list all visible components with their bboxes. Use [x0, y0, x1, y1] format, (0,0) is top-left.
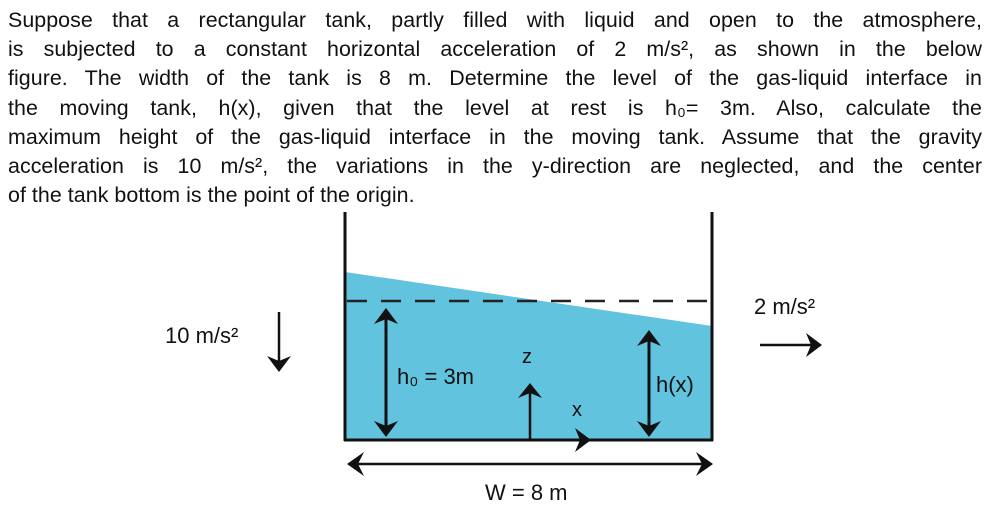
problem-line-6: acceleration is 10 m/s², the variations … [8, 154, 982, 179]
problem-line-3: figure. The width of the tank is 8 m. De… [8, 66, 982, 91]
height-function-arrow [637, 330, 661, 437]
tank-outline [343, 212, 714, 442]
width-label: W = 8 m [485, 480, 568, 505]
rest-height-arrow [374, 308, 398, 437]
z-axis-arrow [518, 383, 542, 440]
problem-line-2: is subjected to a constant horizontal ac… [8, 37, 982, 62]
z-axis-label: z [522, 346, 532, 368]
problem-statement: Suppose that a rectangular tank, partly … [8, 6, 982, 210]
problem-line-7: of the tank bottom is the point of the o… [8, 183, 415, 208]
problem-line-1: Suppose that a rectangular tank, partly … [8, 8, 982, 32]
problem-line-4: the moving tank, h(x), given that the le… [8, 95, 982, 120]
rest-height-label: h₀ = 3m [397, 364, 474, 389]
acceleration-arrow [760, 333, 822, 357]
gravity-arrow [267, 312, 291, 372]
x-axis-label: x [572, 399, 582, 421]
height-function-label: h(x) [656, 372, 694, 397]
acceleration-label: 2 m/s² [754, 294, 816, 319]
gravity-label: 10 m/s² [165, 323, 239, 348]
width-arrow [347, 452, 713, 476]
liquid-region [345, 272, 712, 440]
x-axis-arrow [530, 428, 591, 452]
problem-line-5: maximum height of the gas-liquid interfa… [8, 124, 982, 149]
